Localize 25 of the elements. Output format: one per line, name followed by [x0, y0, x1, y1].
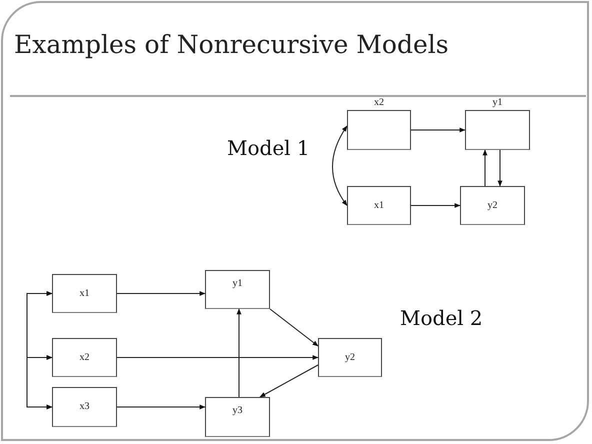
- arrow: [116, 404, 206, 410]
- arrow: [410, 203, 461, 208]
- arrow: [498, 150, 502, 187]
- arrow: [116, 355, 319, 360]
- model-label: Model 1: [227, 136, 310, 160]
- arrow: [259, 364, 318, 398]
- variable-label: y2: [345, 352, 355, 362]
- slide-title: Examples of Nonrecursive Models: [14, 30, 449, 59]
- variable-label: x1: [80, 288, 90, 298]
- arrow: [270, 308, 318, 346]
- variable-label: x3: [80, 402, 90, 412]
- double-headed-arrow: [332, 126, 348, 206]
- variable-label: y1: [232, 279, 242, 289]
- double-headed-arrow: [26, 291, 53, 410]
- arrow: [236, 308, 242, 398]
- variable-label: y3: [232, 406, 242, 416]
- variable-label: x1: [374, 200, 384, 210]
- variable-label: x2: [80, 352, 90, 362]
- variable-label: y1: [492, 98, 504, 108]
- arrow: [482, 149, 488, 186]
- arrow: [410, 128, 466, 132]
- variable-label: x2: [373, 98, 385, 108]
- arrow: [116, 291, 206, 296]
- model-label: Model 2: [400, 306, 483, 330]
- variable-label: y2: [488, 200, 498, 210]
